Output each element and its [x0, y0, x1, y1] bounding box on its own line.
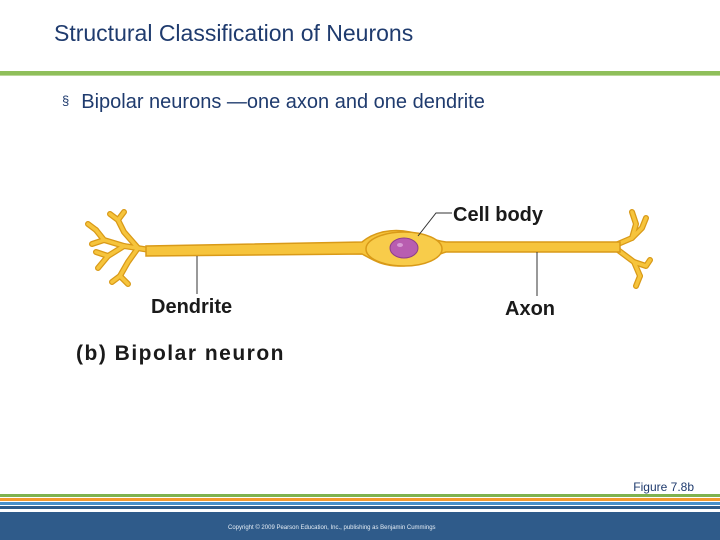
footer-stripe-green [0, 494, 720, 497]
figure-reference: Figure 7.8b [633, 480, 694, 494]
slide-title: Structural Classification of Neurons [54, 20, 414, 46]
footer-stripe-navy [0, 506, 720, 509]
bullet-item: § Bipolar neurons —one axon and one dendr… [62, 91, 485, 114]
figure-caption: (b) Bipolar neuron [76, 342, 285, 365]
footer-bar [0, 512, 720, 540]
footer-stripes [0, 494, 720, 512]
cell-body-leader-line [417, 212, 452, 237]
dendrite-branches-fill [86, 210, 152, 286]
dendrite-label: Dendrite [151, 296, 232, 318]
cell-body-label: Cell body [453, 204, 544, 226]
bullet-text: Bipolar neurons —one axon and one dendri… [81, 91, 485, 113]
title-divider-thin [0, 75, 720, 76]
bullet-marker: § [62, 93, 70, 108]
nucleus [389, 237, 419, 259]
nucleolus [397, 243, 403, 247]
axon-label: Axon [505, 298, 555, 320]
copyright-text: Copyright © 2009 Pearson Education, Inc.… [228, 525, 436, 531]
footer-stripe-blue [0, 502, 720, 505]
footer-stripe-orange [0, 498, 720, 501]
axon-terminals-fill [616, 210, 652, 288]
title-divider [0, 71, 720, 75]
